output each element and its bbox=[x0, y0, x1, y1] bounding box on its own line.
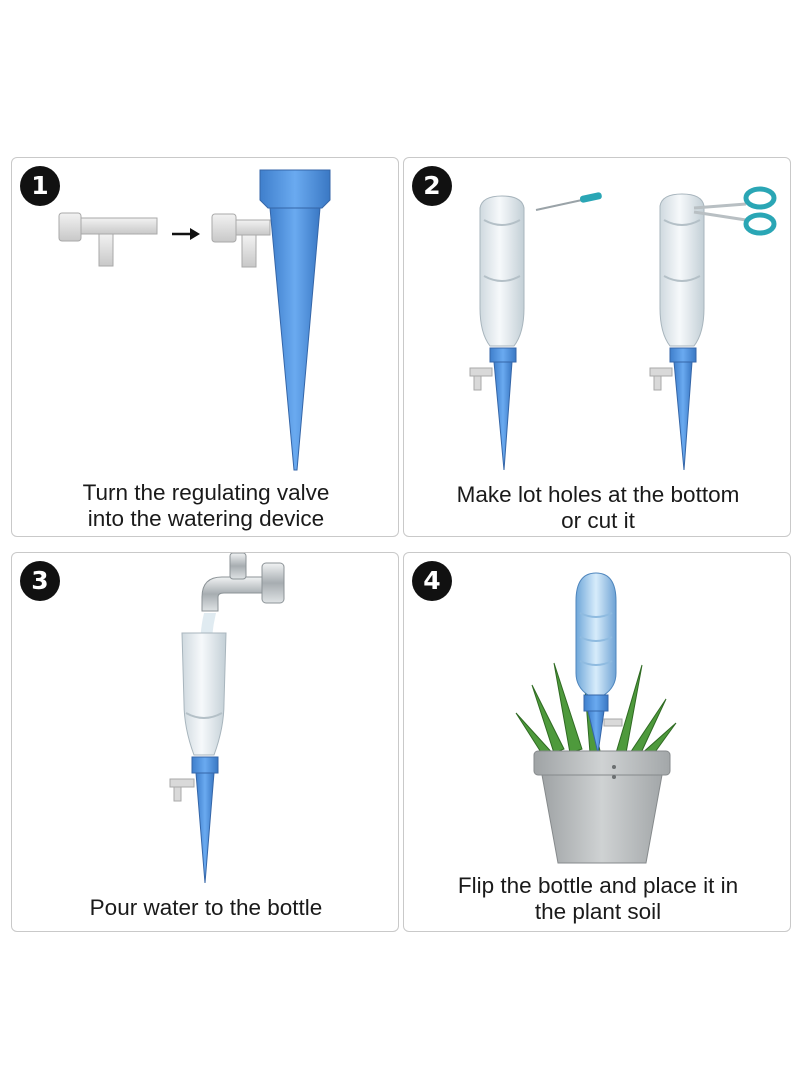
step-number-badge: 3 bbox=[20, 561, 60, 601]
arrow-right-icon bbox=[172, 228, 200, 240]
step-2-caption: Make lot holes at the bottom or cut it bbox=[456, 482, 740, 533]
bottle-icon bbox=[169, 632, 227, 884]
faucet-icon bbox=[201, 553, 285, 612]
spike-icon bbox=[259, 169, 331, 471]
step-number-badge: 4 bbox=[412, 561, 452, 601]
step-3-illustration bbox=[169, 553, 285, 884]
step-2-illustration bbox=[469, 186, 777, 471]
needle-icon bbox=[535, 192, 602, 211]
step-1-illustration bbox=[58, 169, 331, 471]
step-3-caption: Pour water to the bottle bbox=[89, 895, 323, 920]
valve-attached-icon bbox=[211, 213, 271, 268]
step-number-badge: 2 bbox=[412, 166, 452, 206]
plant-pot-icon bbox=[533, 750, 671, 864]
step-2-panel: 2 Make lot holes at the bottom or cut it bbox=[403, 157, 791, 537]
step-4-caption: Flip the bottle and place it in the plan… bbox=[457, 873, 739, 924]
scissors-icon bbox=[693, 186, 777, 236]
step-1-panel: 1 Turn the regulating valve into the wat… bbox=[11, 157, 399, 537]
step-4-illustration bbox=[515, 572, 677, 864]
step-number-badge: 1 bbox=[20, 166, 60, 206]
valve-icon bbox=[58, 212, 158, 267]
bottle-icon bbox=[575, 572, 623, 754]
step-1-caption: Turn the regulating valve into the water… bbox=[82, 480, 330, 531]
step-3-panel: 3 Pour water to the bottle bbox=[11, 552, 399, 932]
bottle-icon bbox=[469, 195, 525, 471]
step-4-panel: 4 Flip the bottle and place it in the pl… bbox=[403, 552, 791, 932]
bottle-icon bbox=[649, 193, 705, 471]
